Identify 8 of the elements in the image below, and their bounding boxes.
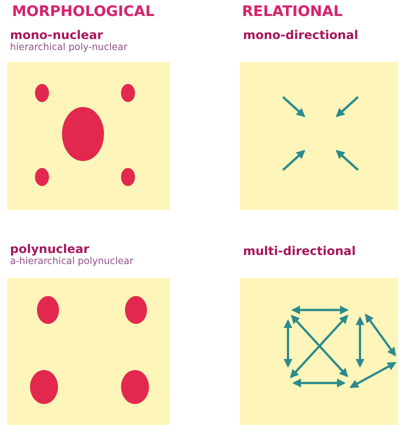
panel-heading: mono-directional — [243, 28, 358, 42]
panel-heading: mono-nuclear — [10, 28, 104, 42]
column-heading: MORPHOLOGICAL — [12, 4, 154, 20]
column-heading: RELATIONAL — [242, 4, 343, 20]
panel-heading: polynuclear — [10, 242, 90, 256]
panel-heading: multi-directional — [243, 244, 356, 258]
panel-subheading: hierarchical poly-nuclear — [10, 42, 128, 53]
panel-subheading: a-hierarchical polynuclear — [10, 256, 134, 267]
